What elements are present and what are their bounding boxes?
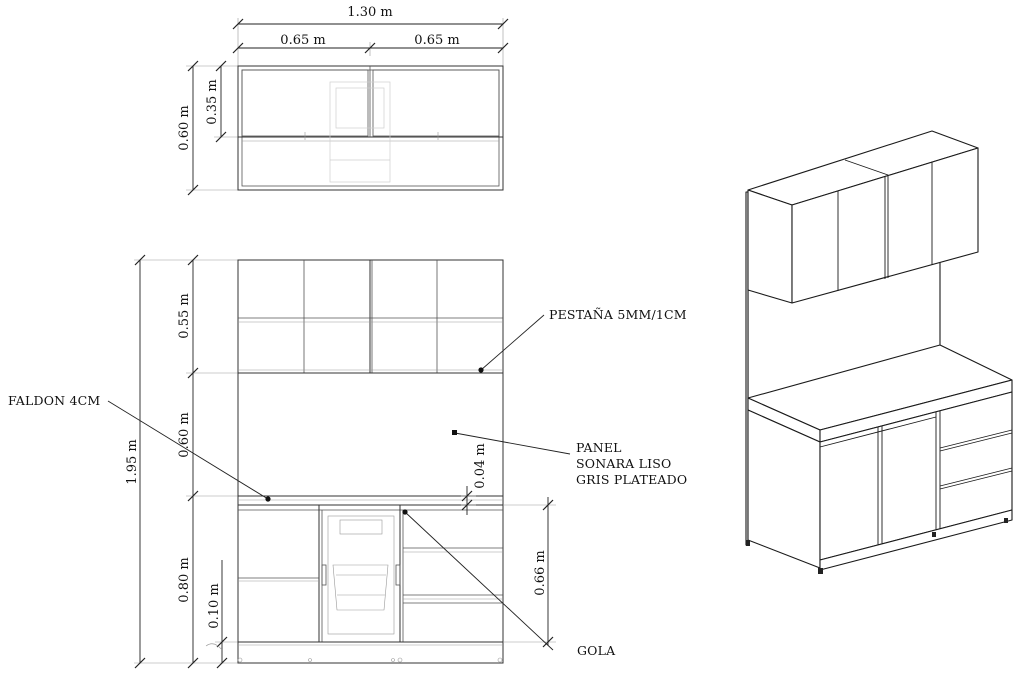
label-drawer-stack: 0.66 m bbox=[533, 550, 548, 595]
iso-plinth bbox=[819, 509, 1013, 571]
iso-upper-side bbox=[747, 189, 793, 304]
dim-plinth: 0.10 m bbox=[205, 560, 238, 669]
dim-sections: 0.55 m 0.60 m 0.80 m bbox=[177, 254, 238, 669]
label-plinth: 0.10 m bbox=[207, 583, 222, 628]
note-faldon: FALDON 4CM bbox=[8, 393, 100, 408]
label-upper-total: 0.60 m bbox=[177, 105, 192, 150]
note-panel-3: GRIS PLATEADO bbox=[576, 472, 687, 487]
label-panel-height: 0.60 m bbox=[177, 412, 192, 457]
label-base-height: 0.80 m bbox=[177, 557, 192, 602]
dim-halves: 0.65 m 0.65 m bbox=[232, 33, 509, 56]
dim-full-height: 1.95 m bbox=[125, 254, 238, 669]
note-gola: GOLA bbox=[577, 643, 616, 658]
base-cabinets bbox=[237, 505, 503, 663]
note-panel-1: PANEL bbox=[576, 440, 622, 455]
label-wall-cabinet: 0.55 m bbox=[177, 293, 192, 338]
note-panel-2: SONARA LISO bbox=[576, 456, 671, 471]
top-elevation: 1.30 m 0.65 m 0.65 m 0.60 m 0.35 m bbox=[177, 5, 509, 196]
label-total-width: 1.30 m bbox=[347, 5, 392, 20]
label-half-left: 0.65 m bbox=[280, 33, 325, 48]
label-half-right: 0.65 m bbox=[414, 33, 459, 48]
front-elevation: 1.95 m 0.55 m 0.60 m 0.80 m 0.10 m bbox=[125, 254, 556, 669]
dim-drawer-stack: 0.66 m bbox=[503, 497, 556, 648]
label-countertop: 0.04 m bbox=[473, 443, 488, 488]
dim-countertop: 0.04 m bbox=[461, 443, 488, 515]
annotations: PESTAÑA 5MM/1CM FALDON 4CM PANEL SONARA … bbox=[8, 307, 687, 658]
label-full-height: 1.95 m bbox=[125, 439, 140, 484]
dim-upper-heights: 0.60 m 0.35 m bbox=[177, 60, 238, 196]
dim-total-width: 1.30 m bbox=[232, 5, 509, 66]
label-upper-cabinet: 0.35 m bbox=[205, 79, 220, 124]
wall-cabinets bbox=[238, 260, 503, 374]
isometric-view bbox=[745, 130, 1013, 574]
countertop bbox=[237, 495, 504, 511]
note-pestana: PESTAÑA 5MM/1CM bbox=[549, 307, 687, 322]
